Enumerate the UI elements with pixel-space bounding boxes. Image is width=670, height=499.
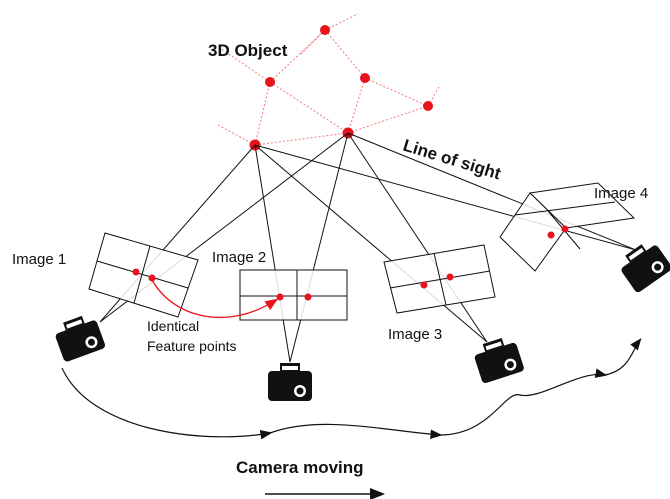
feature-point: [276, 293, 284, 301]
object-point: [265, 77, 275, 87]
camera-3: [471, 334, 525, 385]
image-plane-2: [239, 269, 348, 321]
feature-label-line2: Feature points: [147, 338, 237, 354]
feature-match-arrow: [151, 279, 279, 319]
feature-points: [132, 225, 569, 301]
line-of-sight-label: Line of sight: [401, 136, 504, 184]
feature-point: [420, 281, 428, 289]
camera-icon: [471, 334, 525, 385]
camera-motion-path: [61, 338, 642, 440]
feature-point: [132, 268, 140, 276]
feature-label-line1: Identical: [147, 318, 199, 334]
camera-icon: [615, 237, 670, 294]
camera-moving-label: Camera moving: [236, 458, 364, 477]
camera-4: [615, 237, 670, 294]
object-point: [360, 73, 370, 83]
feature-point: [561, 225, 569, 233]
image-label-2: Image 2: [212, 249, 266, 266]
object-point: [320, 25, 330, 35]
object-point: [423, 101, 433, 111]
image-label-3: Image 3: [388, 326, 442, 343]
image-plane-3: [383, 244, 496, 314]
image-label-4: Image 4: [594, 185, 648, 202]
camera-icon: [268, 363, 312, 401]
object-edges: [217, 13, 441, 146]
feature-point: [304, 293, 312, 301]
image-label-1: Image 1: [12, 251, 66, 268]
image-plane-1: [88, 232, 199, 318]
camera-icon: [51, 311, 107, 363]
feature-point: [446, 273, 454, 281]
camera-2: [268, 363, 312, 401]
feature-point: [547, 231, 555, 239]
image-plane-4: [499, 182, 636, 272]
object-title: 3D Object: [208, 41, 288, 60]
camera-1: [51, 311, 107, 363]
feature-point: [148, 274, 156, 282]
